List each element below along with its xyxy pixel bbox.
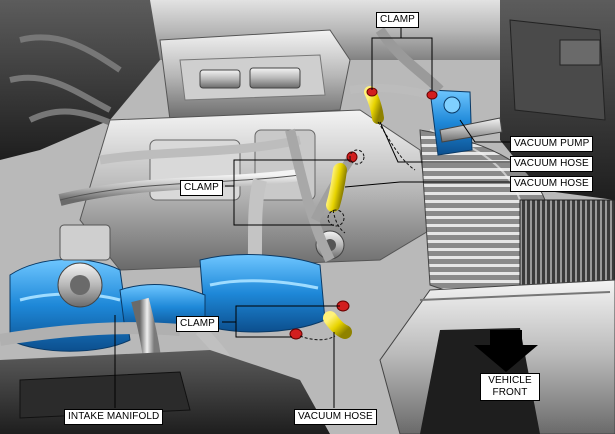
clamp-highlights [289,87,438,340]
label-clamp-top: CLAMP [376,12,419,28]
label-clamp-mid: CLAMP [180,180,223,196]
vacuum-pump-shape [429,89,503,156]
label-vehicle-front-line2: FRONT [492,387,528,398]
label-clamp-low: CLAMP [176,316,219,332]
down-arrow-icon [474,330,538,372]
leader-lines [114,26,510,408]
label-vehicle-front-line1: VEHICLE [488,375,532,386]
label-vehicle-front: VEHICLE FRONT [480,373,540,401]
label-vacuum-hose-1: VACUUM HOSE [510,156,593,172]
label-intake-manifold: INTAKE MANIFOLD [64,409,164,425]
label-vacuum-pump: VACUUM PUMP [510,136,594,152]
label-vacuum-hose-bottom: VACUUM HOSE [294,409,377,425]
air-filter-grille [519,199,615,291]
label-vacuum-hose-2: VACUUM HOSE [510,176,593,192]
